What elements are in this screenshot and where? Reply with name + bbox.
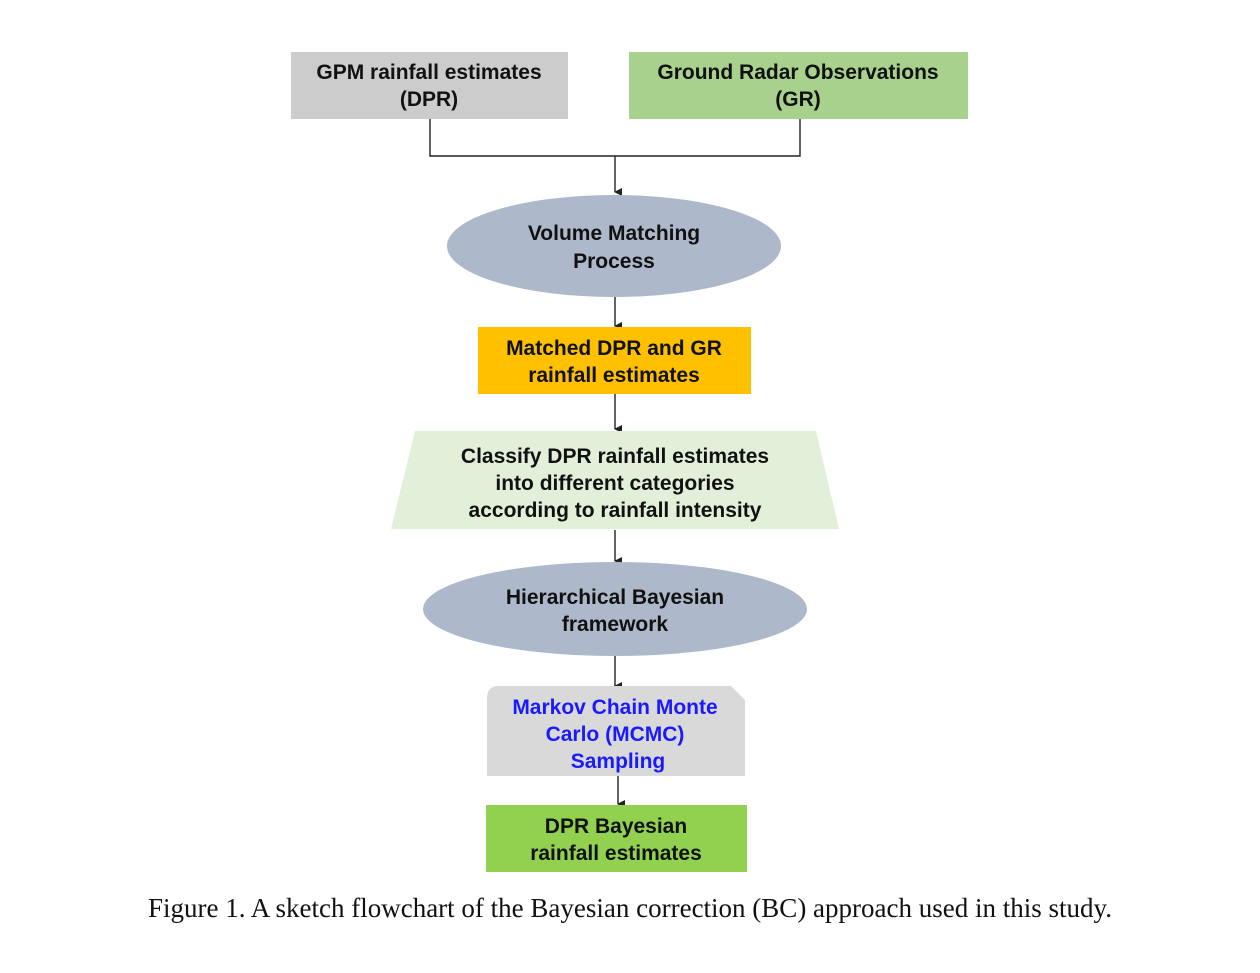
matched-estimates-line2: rainfall estimates xyxy=(528,364,700,387)
classify-trapezoid xyxy=(391,431,839,529)
volume-matching-line1: Volume Matching xyxy=(528,222,700,245)
dpr-bayesian-line1: DPR Bayesian xyxy=(545,815,687,838)
ground-radar-line2: (GR) xyxy=(775,88,821,111)
hierarchical-bayesian-node: Hierarchical Bayesian framework xyxy=(423,562,807,656)
volume-matching-ellipse xyxy=(447,195,781,297)
figure-caption: Figure 1. A sketch flowchart of the Baye… xyxy=(147,893,1113,923)
classify-node: Classify DPR rainfall estimates into dif… xyxy=(391,431,839,529)
gpm-rainfall-box xyxy=(291,52,568,119)
ground-radar-node: Ground Radar Observations (GR) xyxy=(629,52,968,119)
hierarchical-bayesian-line2: framework xyxy=(562,613,669,636)
classify-line1: Classify DPR rainfall estimates xyxy=(461,445,769,468)
classify-line2: into different categories xyxy=(495,472,734,495)
classify-line3: according to rainfall intensity xyxy=(469,499,762,522)
mcmc-sampling-line2: Carlo (MCMC) xyxy=(546,723,685,746)
ground-radar-line1: Ground Radar Observations xyxy=(657,61,938,84)
mcmc-sampling-node: Markov Chain Monte Carlo (MCMC) Sampling xyxy=(487,686,745,776)
dpr-bayesian-line2: rainfall estimates xyxy=(530,842,702,865)
matched-estimates-box xyxy=(478,327,751,394)
mcmc-sampling-box xyxy=(487,686,745,776)
ground-radar-box xyxy=(629,52,968,119)
hierarchical-bayesian-line1: Hierarchical Bayesian xyxy=(506,586,724,609)
volume-matching-node: Volume Matching Process xyxy=(447,195,781,297)
merge-connector xyxy=(429,119,801,157)
gpm-rainfall-line1: GPM rainfall estimates xyxy=(316,61,541,84)
gpm-rainfall-line2: (DPR) xyxy=(400,88,458,111)
dpr-bayesian-box xyxy=(486,805,747,872)
matched-estimates-node: Matched DPR and GR rainfall estimates xyxy=(478,327,751,394)
gpm-rainfall-node: GPM rainfall estimates (DPR) xyxy=(291,52,568,119)
mcmc-sampling-line1: Markov Chain Monte xyxy=(512,696,717,719)
volume-matching-line2: Process xyxy=(573,250,655,273)
mcmc-sampling-line3: Sampling xyxy=(571,750,666,773)
hierarchical-bayesian-ellipse xyxy=(423,562,807,656)
matched-estimates-line1: Matched DPR and GR xyxy=(506,337,722,360)
dpr-bayesian-node: DPR Bayesian rainfall estimates xyxy=(486,805,747,872)
